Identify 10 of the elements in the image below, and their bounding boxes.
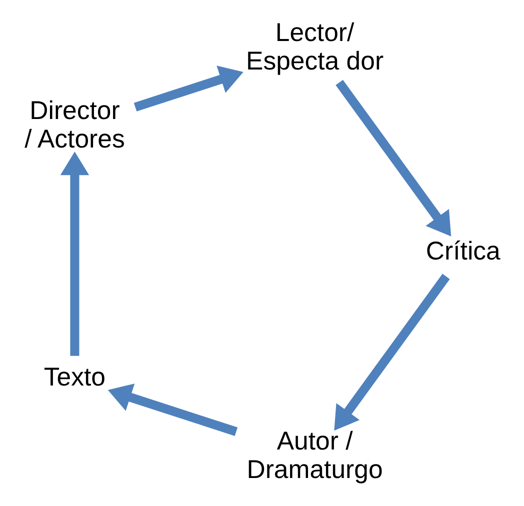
node-text: Autor / Dramaturgo [246,427,382,484]
arrow [334,274,450,431]
node-text: Lector/ Especta dor [246,19,384,76]
arrow [107,384,238,436]
arrow [60,152,89,356]
node-text: Texto [43,364,106,392]
arrow [335,80,451,236]
node-text: Director / Actores [24,97,124,154]
arrow [133,66,243,112]
node-text: Crítica [425,237,500,266]
